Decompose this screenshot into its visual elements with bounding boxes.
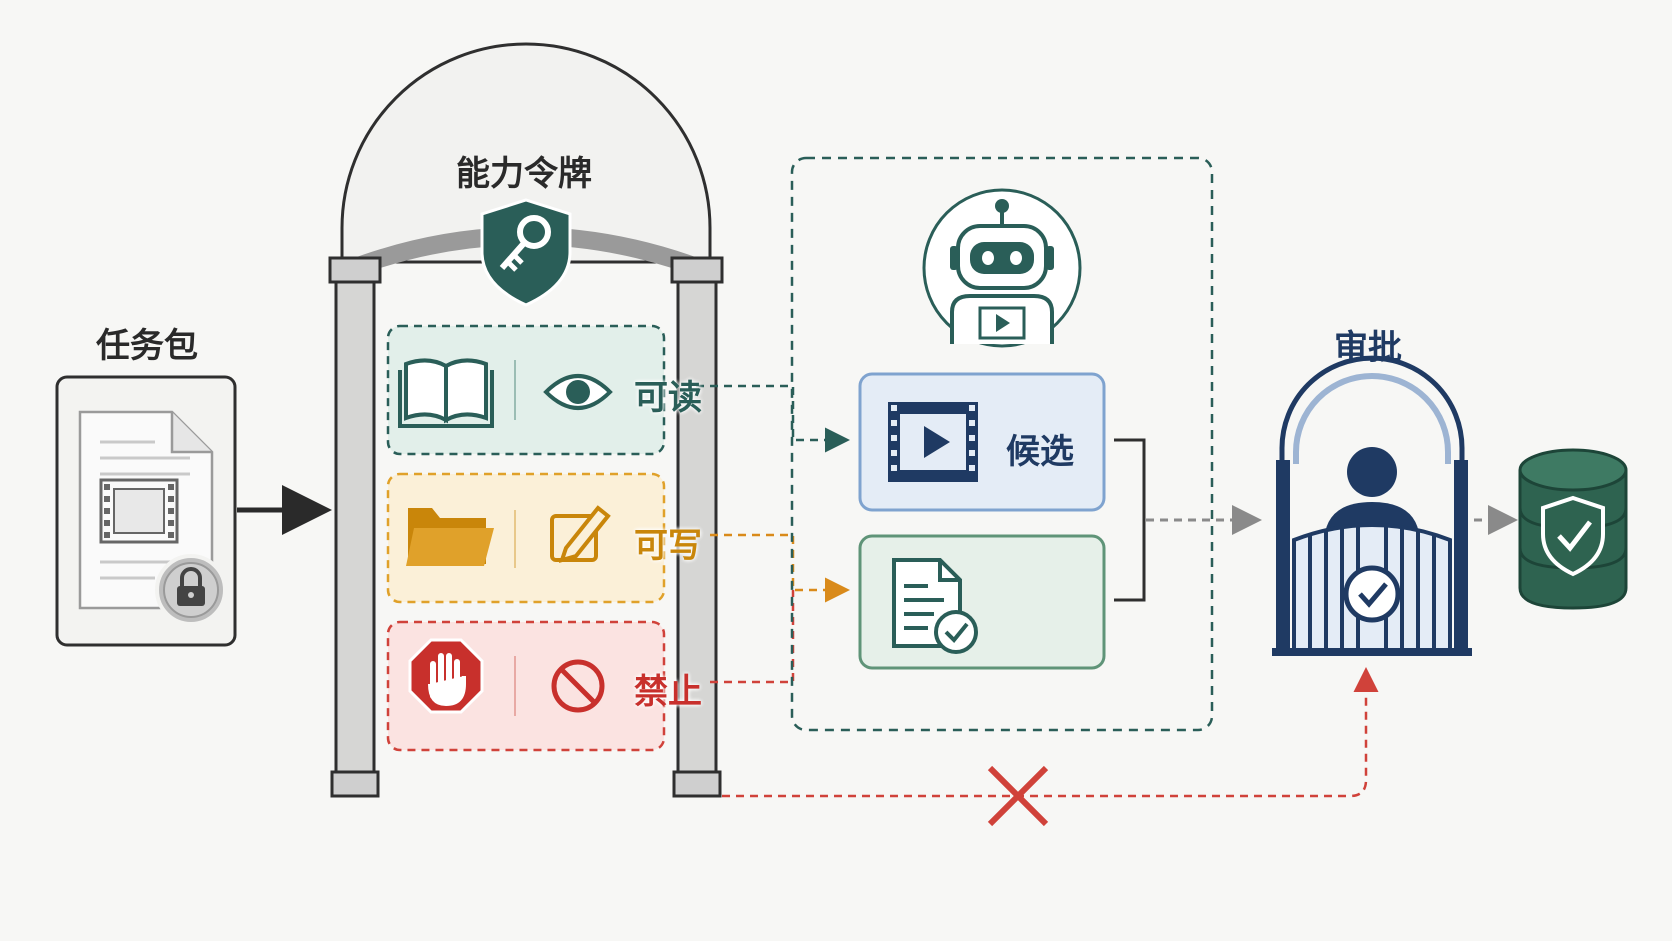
secure-database-icon (1518, 448, 1628, 610)
eye-icon (543, 374, 613, 410)
write-connector (710, 533, 850, 603)
merge-bracket (1114, 438, 1146, 602)
blocked-bypass-path (722, 667, 1379, 798)
stop-hand-icon (408, 638, 484, 714)
lock-badge-icon (155, 554, 227, 626)
folder-icon (406, 508, 494, 566)
candidate-label: 候选 (1006, 432, 1074, 472)
permission-read-label: 可读 (634, 378, 702, 418)
robot-icon (922, 188, 1082, 348)
prohibited-icon (551, 659, 605, 713)
agent-sandbox (790, 156, 1214, 732)
checkmark-badge-icon (1343, 565, 1401, 623)
output-card (858, 534, 1106, 670)
read-connector (696, 384, 850, 453)
approval-label: 审批 (1334, 328, 1402, 368)
candidate-card (858, 372, 1106, 512)
permission-forbidden (386, 620, 666, 752)
shield-key-icon (480, 198, 572, 307)
forbidden-connector (710, 590, 795, 684)
film-icon (99, 478, 179, 544)
capability-gate (328, 42, 724, 798)
document-check-icon (892, 558, 978, 654)
task-package (55, 375, 237, 647)
video-icon (888, 402, 978, 482)
task-package-label: 任务包 (96, 326, 198, 366)
permission-read (386, 324, 666, 456)
permission-write-label: 可写 (634, 526, 702, 566)
permission-write (386, 472, 666, 604)
capability-token-label: 能力令牌 (456, 154, 592, 194)
open-book-icon (398, 358, 494, 428)
blocked-x-icon (987, 765, 1049, 827)
edit-icon (550, 505, 611, 563)
permission-forbidden-label: 禁止 (634, 672, 702, 712)
approval-gate (1272, 355, 1472, 656)
